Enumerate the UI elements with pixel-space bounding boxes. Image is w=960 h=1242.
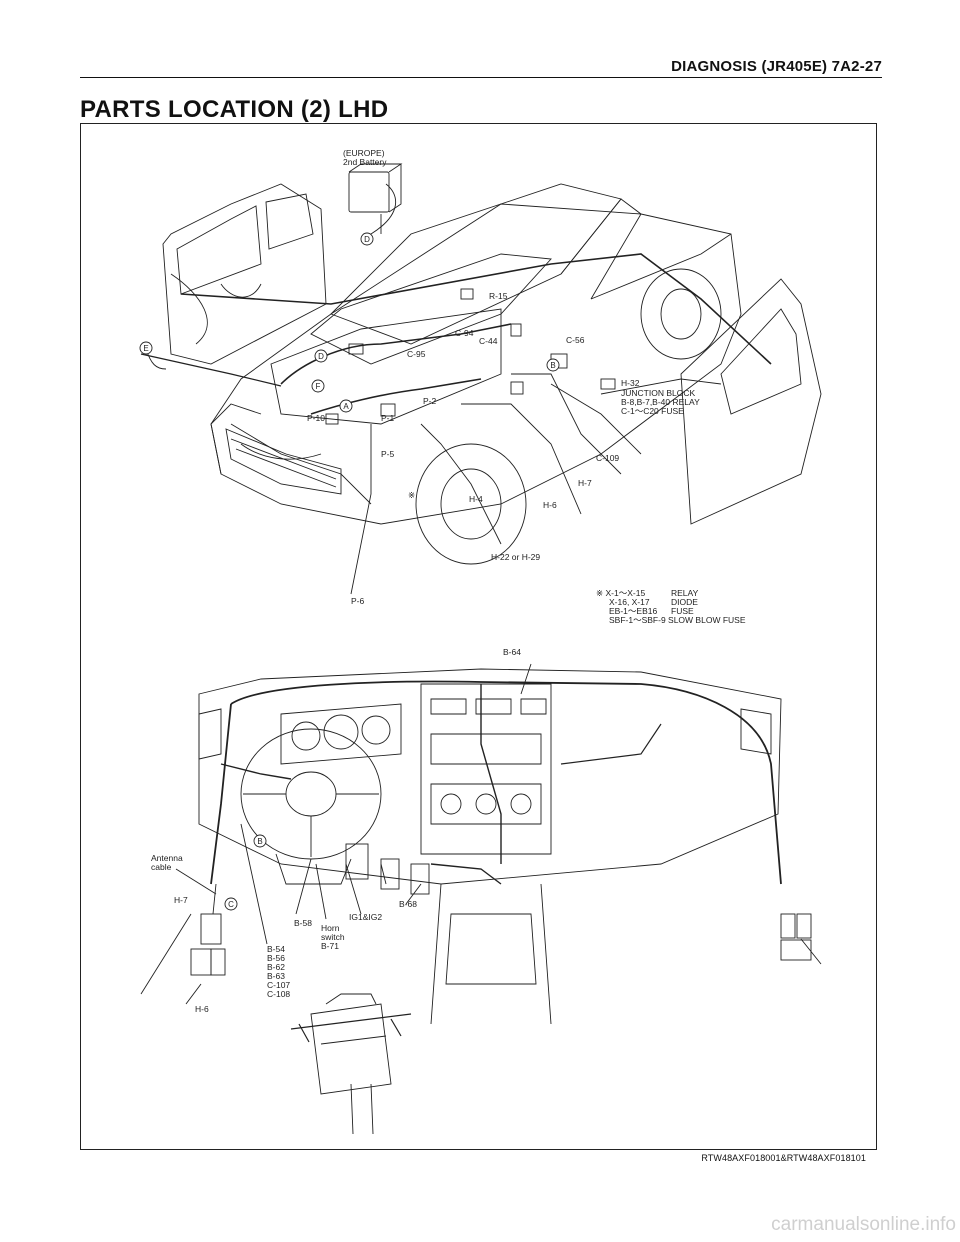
- letter-c-bottom: C: [224, 897, 238, 911]
- label-stack-c107: C-107: [267, 980, 290, 990]
- letter-a: A: [339, 399, 353, 413]
- label-c109: C-109: [596, 453, 619, 463]
- battery-shape: [348, 171, 390, 213]
- label-b58: B-58: [294, 918, 312, 928]
- page-title: PARTS LOCATION (2) LHD: [80, 96, 389, 123]
- label-h7: H-7: [578, 478, 592, 488]
- label-p2: P-2: [423, 396, 437, 406]
- header-rule: [80, 77, 882, 78]
- legend-row1-code: ※ X-1～X-15: [596, 588, 645, 598]
- svg-text:E: E: [143, 344, 148, 353]
- circled-letters-bottom: B C: [224, 834, 267, 911]
- letter-d-top: D: [360, 232, 374, 246]
- label-horn: Horn: [321, 923, 340, 933]
- wiring-illustration: D E D F A B (EUR: [139, 148, 822, 1135]
- label-p10: P-10: [307, 413, 325, 423]
- label-h22: H-22 or H-29: [491, 552, 540, 562]
- circled-letters-top: D E D F A B: [139, 232, 560, 413]
- svg-text:D: D: [364, 235, 370, 244]
- label-stack-b54: B-54: [267, 944, 285, 954]
- label-h4: H-4: [469, 494, 483, 504]
- watermark: carmanualsonline.info: [771, 1214, 956, 1235]
- callouts-top: (EUROPE) 2nd Battery R-15 C-94 C-44 C-95…: [307, 148, 700, 606]
- legend-row2-desc: DIODE: [671, 597, 698, 607]
- label-r15: R-15: [489, 291, 508, 301]
- label-p6: P-6: [351, 596, 365, 606]
- figure-code: RTW48AXF018001&RTW48AXF018101: [701, 1153, 866, 1163]
- label-antenna: Antenna: [151, 853, 183, 863]
- label-junction-relay: B-8,B-7,B-40 RELAY: [621, 397, 700, 407]
- legend: ※ X-1～X-15 RELAY X-16, X-17 DIODE EB-1～E…: [596, 588, 746, 625]
- label-b68: B-68: [399, 899, 417, 909]
- label-h7-bottom: H-7: [174, 895, 188, 905]
- legend-row4: SBF-1～SBF-9 SLOW BLOW FUSE: [609, 615, 746, 625]
- vehicle-outline: [140, 163, 822, 1135]
- letter-d-mid: D: [314, 349, 328, 363]
- label-c56: C-56: [566, 335, 585, 345]
- battery-label-europe: (EUROPE): [343, 148, 385, 158]
- svg-text:A: A: [343, 402, 349, 411]
- page-header-title: DIAGNOSIS (JR405E) 7A2-27: [671, 58, 882, 75]
- label-h6-bottom: H-6: [195, 1004, 209, 1014]
- label-junction-block: JUNCTION BLOCK: [621, 388, 695, 398]
- legend-row3-desc: FUSE: [671, 606, 694, 616]
- label-c95: C-95: [407, 349, 426, 359]
- figure-frame: D E D F A B (EUR: [80, 123, 877, 1150]
- letter-e-top: E: [139, 341, 153, 355]
- legend-row2-code: X-16, X-17: [609, 597, 650, 607]
- label-h6: H-6: [543, 500, 557, 510]
- label-c44: C-44: [479, 336, 498, 346]
- label-c94: C-94: [455, 328, 474, 338]
- label-antenna-cable: cable: [151, 862, 172, 872]
- letter-b-bottom: B: [253, 834, 267, 848]
- label-p5: P-5: [381, 449, 395, 459]
- label-stack-b56: B-56: [267, 953, 285, 963]
- legend-row3-code: EB-1～EB16: [609, 606, 657, 616]
- callouts-bottom: B-64 Antenna cable H-7 B-58 Horn switch …: [151, 647, 521, 1014]
- label-h32: H-32: [621, 378, 640, 388]
- battery-label-2nd: 2nd Battery: [343, 157, 387, 167]
- legend-row1-desc: RELAY: [671, 588, 699, 598]
- svg-text:B: B: [257, 837, 262, 846]
- label-junction-fuse: C-1～C20 FUSE: [621, 406, 684, 416]
- label-stack-b62: B-62: [267, 962, 285, 972]
- label-horn-b71: B-71: [321, 941, 339, 951]
- label-horn-switch: switch: [321, 932, 345, 942]
- svg-text:F: F: [316, 382, 321, 391]
- label-b64: B-64: [503, 647, 521, 657]
- letter-b-top: B: [546, 358, 560, 372]
- label-p1: P-1: [381, 413, 395, 423]
- label-ig: IG1&IG2: [349, 912, 382, 922]
- svg-text:B: B: [550, 361, 555, 370]
- label-stack-b63: B-63: [267, 971, 285, 981]
- svg-text:D: D: [318, 352, 324, 361]
- letter-f: F: [311, 379, 325, 393]
- label-kome: ※: [408, 490, 415, 500]
- svg-text:C: C: [228, 900, 234, 909]
- label-stack-c108: C-108: [267, 989, 290, 999]
